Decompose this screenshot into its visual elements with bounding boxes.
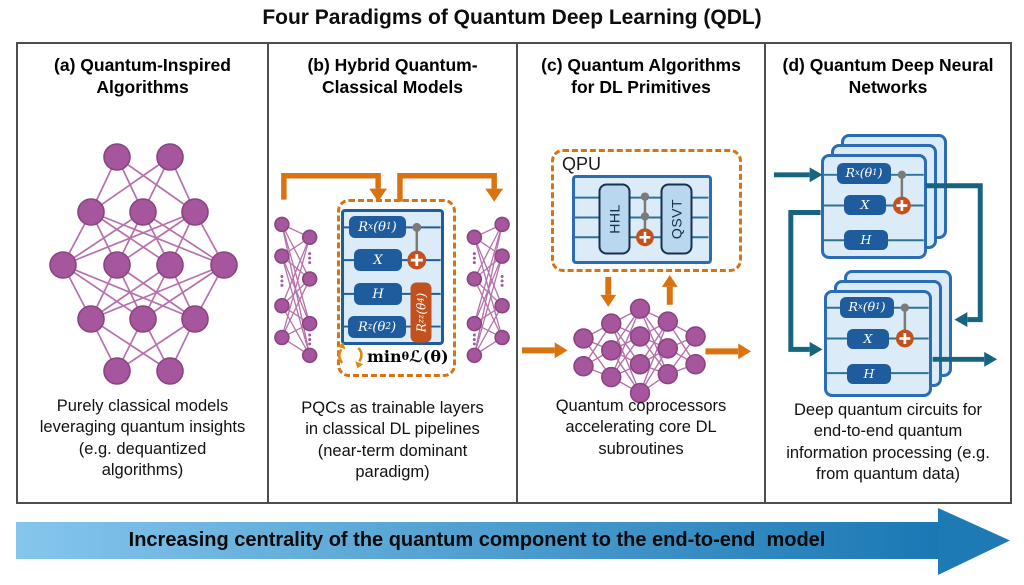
panel-quantum-inspired: (a) Quantum-Inspired Algorithms Purely c… [18, 44, 267, 502]
panel-c-caption: Quantum coprocessors accelerating core D… [555, 397, 727, 458]
panel-d-caption: Deep quantum circuits for end-to-end qua… [786, 401, 990, 484]
data-flow-arrow-right [397, 173, 497, 202]
arrowhead-right-icon [809, 341, 823, 357]
centrality-arrow-label: Increasing centrality of the quantum com… [128, 529, 826, 551]
qpu-down-arrow [600, 276, 617, 307]
panel-quantum-deep-nn: (d) Quantum Deep Neural Networks [764, 44, 1010, 502]
panel-a-caption: Purely classical models leveraging quant… [39, 397, 246, 480]
centrality-arrow [16, 508, 1010, 575]
figure-title: Four Paradigms of Quantum Deep Learning … [262, 6, 762, 29]
classical-layer-left-diagram [274, 216, 318, 364]
h-gate: H [354, 283, 402, 305]
qsvt-gate: QSVT [660, 183, 693, 255]
left-loop-arrow [788, 210, 821, 352]
classical-layer-right-diagram [466, 216, 510, 364]
h-gate: H [844, 230, 888, 250]
quantum-input-arrow [773, 167, 823, 183]
arrowhead-left-icon [954, 312, 968, 328]
arrowhead-down-icon [485, 188, 504, 202]
panel-b-caption: PQCs as trainable layers in classical DL… [301, 399, 484, 482]
panel-d-header: (d) Quantum Deep Neural Networks [782, 55, 994, 98]
x-gate: X [354, 249, 402, 271]
hhl-gate: HHL [598, 183, 631, 255]
output-arrow [705, 343, 752, 360]
panel-hybrid-quantum-classical: (b) Hybrid Quantum- Classical Models [267, 44, 516, 502]
panel-quantum-algorithms: (c) Quantum Algorithms for DL Primitives… [516, 44, 764, 502]
qpu-up-arrow [661, 274, 678, 305]
panel-b-header: (b) Hybrid Quantum- Classical Models [307, 55, 478, 98]
x-gate: X [847, 329, 889, 349]
panel-c-header: (c) Quantum Algorithms for DL Primitives [541, 55, 741, 98]
input-arrow [521, 342, 568, 359]
panel-a-header: (a) Quantum-Inspired Algorithms [54, 55, 231, 98]
data-flow-arrow-left [281, 173, 381, 200]
pqc-dashed-box [337, 199, 456, 377]
qpu-label: QPU [562, 154, 602, 174]
h-gate: H [847, 364, 891, 384]
classical-nn-diagram [573, 298, 706, 404]
qpu-box [551, 149, 742, 272]
paradigm-panels: (a) Quantum-Inspired Algorithms Purely c… [16, 42, 1012, 504]
x-gate: X [844, 195, 886, 215]
